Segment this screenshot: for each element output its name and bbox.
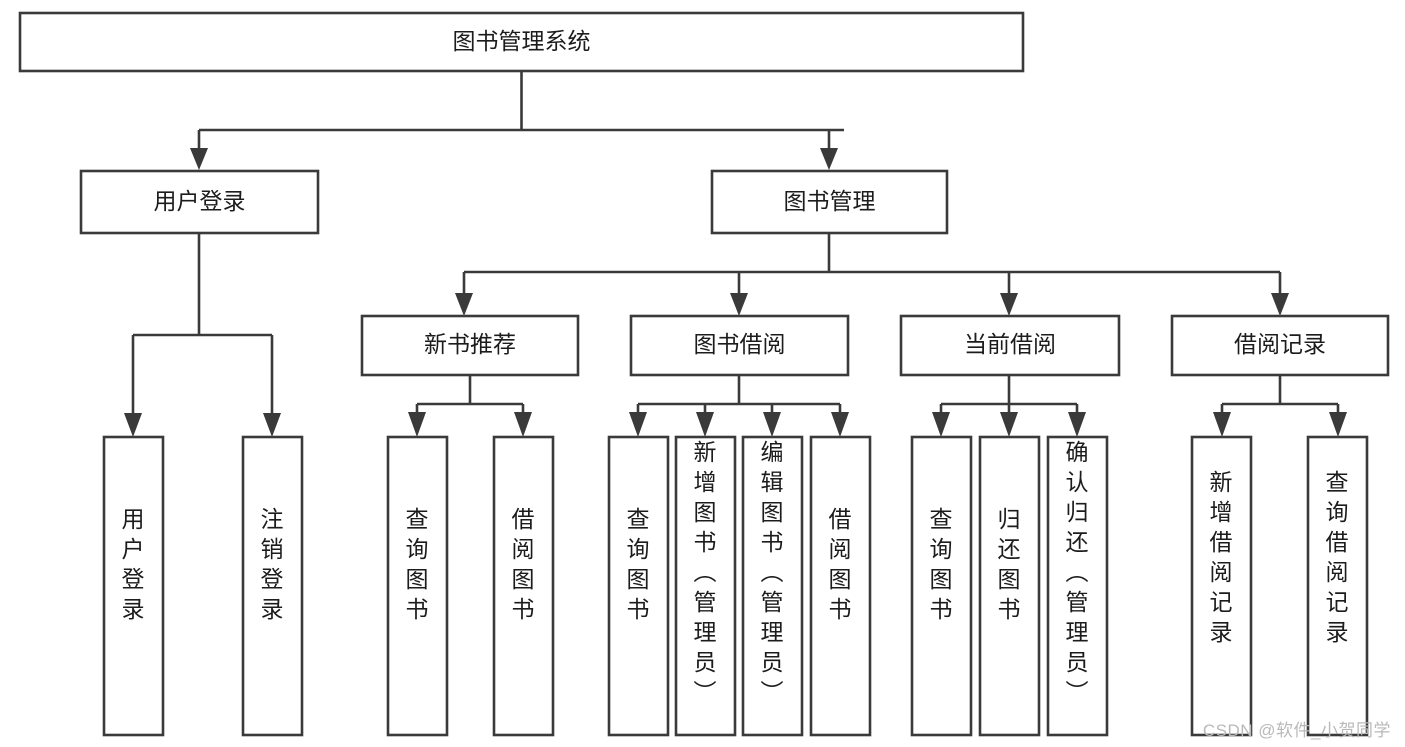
arrow-bb-leaf-3 xyxy=(763,412,781,437)
node-leaf-edit-book[interactable]: 编辑图书︵管理员︶ xyxy=(741,435,804,737)
arrow-root-to-user-login xyxy=(190,148,208,170)
node-root-system[interactable]: 图书管理系统 xyxy=(18,11,1025,73)
node-user-login-label: 用户登录 xyxy=(154,188,246,214)
arrow-user-login-leaf-2 xyxy=(263,413,281,437)
node-borrow-record-label: 借阅记录 xyxy=(1234,331,1326,357)
node-leaf-confirm-return-label: 确认归还︵管理员︶ xyxy=(1066,439,1089,705)
arrow-user-login-leaf-1 xyxy=(124,413,142,437)
node-leaf-borrow-book-1-box[interactable] xyxy=(492,435,555,737)
node-current-borrow-box[interactable] xyxy=(899,314,1121,377)
node-leaf-query-record[interactable]: 查询借阅记录 xyxy=(1306,435,1369,737)
node-leaf-return-book-label: 归还图书 xyxy=(998,506,1021,622)
node-current-borrow-label: 当前借阅 xyxy=(964,331,1056,357)
node-borrow-record-box[interactable] xyxy=(1170,314,1390,377)
node-leaf-user-login[interactable]: 用户登录 xyxy=(102,435,165,737)
arrow-bm-to-borrow-record xyxy=(1271,293,1289,316)
node-current-borrow[interactable]: 当前借阅 xyxy=(899,314,1121,377)
node-leaf-query-book-2-label: 查询图书 xyxy=(627,506,650,622)
arrow-bm-to-book-borrow xyxy=(730,293,748,316)
node-borrow-record[interactable]: 借阅记录 xyxy=(1170,314,1390,377)
node-leaf-borrow-book-2-label: 借阅图书 xyxy=(829,506,852,622)
node-leaf-edit-book-label: 编辑图书︵管理员︶ xyxy=(761,439,784,705)
node-leaf-user-logout-label: 注销登录 xyxy=(261,506,284,622)
node-leaf-return-book-box[interactable] xyxy=(978,435,1041,737)
node-leaf-add-record-label: 新增借阅记录 xyxy=(1210,469,1233,645)
node-book-management[interactable]: 图书管理 xyxy=(710,169,949,235)
node-leaf-add-record-box[interactable] xyxy=(1190,435,1253,737)
node-leaf-query-record-box[interactable] xyxy=(1306,435,1369,737)
node-leaf-query-book-1-box[interactable] xyxy=(386,435,449,737)
arrow-bm-to-current-borrow xyxy=(1000,293,1018,316)
node-book-borrow-label: 图书借阅 xyxy=(694,331,786,357)
csdn-watermark: CSDN @软件_小贺同学 xyxy=(1202,721,1391,740)
node-leaf-query-book-2[interactable]: 查询图书 xyxy=(607,435,670,737)
node-leaf-query-book-3-box[interactable] xyxy=(910,435,973,737)
node-leaf-add-record[interactable]: 新增借阅记录 xyxy=(1190,435,1253,737)
connector-layer xyxy=(124,71,1347,437)
node-leaf-user-logout[interactable]: 注销登录 xyxy=(241,435,304,737)
arrow-cb-leaf-2 xyxy=(1000,412,1018,437)
arrow-new-book-leaf-2 xyxy=(514,412,532,437)
arrow-root-to-book-management xyxy=(820,148,838,170)
node-leaf-add-book[interactable]: 新增图书︵管理员︶ xyxy=(674,435,737,737)
node-leaf-borrow-book-1-label: 借阅图书 xyxy=(512,506,535,622)
arrow-cb-leaf-1 xyxy=(932,412,950,437)
node-leaf-add-book-box[interactable] xyxy=(674,435,737,737)
arrow-br-leaf-2 xyxy=(1329,412,1347,437)
node-root-system-label: 图书管理系统 xyxy=(453,28,591,54)
node-leaf-borrow-book-2-box[interactable] xyxy=(809,435,872,737)
node-book-borrow-box[interactable] xyxy=(629,314,850,377)
node-book-management-label: 图书管理 xyxy=(784,188,876,214)
node-new-book-recommend-label: 新书推荐 xyxy=(424,331,516,357)
node-root-system-box[interactable] xyxy=(18,11,1025,73)
arrow-bb-leaf-4 xyxy=(831,412,849,437)
node-leaf-borrow-book-2[interactable]: 借阅图书 xyxy=(809,435,872,737)
node-leaf-query-book-3-label: 查询图书 xyxy=(930,506,953,622)
node-new-book-recommend[interactable]: 新书推荐 xyxy=(360,314,580,377)
node-book-borrow[interactable]: 图书借阅 xyxy=(629,314,850,377)
node-leaf-user-logout-box[interactable] xyxy=(241,435,304,737)
node-leaf-query-record-label: 查询借阅记录 xyxy=(1326,469,1349,645)
node-leaf-add-book-label: 新增图书︵管理员︶ xyxy=(694,439,717,705)
arrow-bb-leaf-2 xyxy=(696,412,714,437)
node-leaf-edit-book-box[interactable] xyxy=(741,435,804,737)
node-leaf-confirm-return-box[interactable] xyxy=(1046,435,1109,737)
node-leaf-query-book-1-label: 查询图书 xyxy=(406,506,429,622)
node-user-login-box[interactable] xyxy=(79,169,320,235)
arrow-new-book-leaf-1 xyxy=(408,412,426,437)
node-leaf-query-book-2-box[interactable] xyxy=(607,435,670,737)
arrow-cb-leaf-3 xyxy=(1068,412,1086,437)
node-user-login[interactable]: 用户登录 xyxy=(79,169,320,235)
arrow-br-leaf-1 xyxy=(1213,412,1231,437)
node-leaf-user-login-label: 用户登录 xyxy=(122,506,145,622)
node-new-book-recommend-box[interactable] xyxy=(360,314,580,377)
node-leaf-return-book[interactable]: 归还图书 xyxy=(978,435,1041,737)
node-leaf-query-book-1[interactable]: 查询图书 xyxy=(386,435,449,737)
node-leaf-borrow-book-1[interactable]: 借阅图书 xyxy=(492,435,555,737)
node-leaf-user-login-box[interactable] xyxy=(102,435,165,737)
node-leaf-confirm-return[interactable]: 确认归还︵管理员︶ xyxy=(1046,435,1109,737)
arrow-bb-leaf-1 xyxy=(629,412,647,437)
node-book-management-box[interactable] xyxy=(710,169,949,235)
arrow-bm-to-new-book-recommend xyxy=(455,293,473,316)
node-leaf-query-book-3[interactable]: 查询图书 xyxy=(910,435,973,737)
